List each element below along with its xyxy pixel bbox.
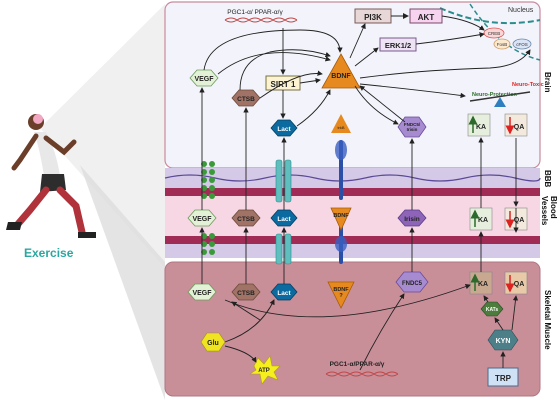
runner-leg-front: [56, 186, 86, 236]
glu-label: Glu: [207, 340, 219, 347]
qa-blood-label: QA: [514, 217, 525, 224]
lact-blood-label: Lact: [277, 216, 291, 223]
lact-transporter-channel: [275, 159, 292, 265]
ctsb-muscle-node: [231, 283, 261, 301]
vegf-brain-node: [189, 69, 219, 87]
ka-blood-label: KA: [478, 217, 488, 224]
nucleus-membrane: [439, 7, 541, 25]
lact-brain-node: [270, 119, 298, 137]
lact-blood-node: [270, 209, 298, 227]
exercise-label: Exercise: [24, 246, 74, 260]
akt-label: AKT: [418, 13, 435, 22]
runner-shoe-back: [6, 222, 22, 230]
brain-arrows: [203, 15, 531, 127]
nucleus-label: Nucleus: [508, 7, 534, 14]
kyn-label: KYN: [496, 338, 511, 345]
ctsb-brain-label: CTSB: [237, 96, 255, 103]
vessel-wall-bottom: [165, 236, 540, 244]
bbb-side-label: BBB: [543, 170, 552, 188]
lact-muscle-node: [270, 283, 298, 301]
creb-label: CREB: [488, 31, 501, 36]
bbb-wave: [164, 174, 541, 182]
bdnf-muscle-node: [327, 281, 355, 309]
bdnf-blood-label: BDNF: [333, 213, 349, 219]
pi3k-label: PI3K: [364, 13, 382, 22]
pgc1-brain-label: PGC1-α/ PPAR-α/γ: [227, 9, 283, 16]
runner-leg-back: [14, 186, 50, 228]
projection-wedge-muscle: [80, 165, 165, 400]
fosb-node: [493, 38, 511, 50]
trp-label: TRP: [495, 374, 512, 383]
bdnf-muscle-label: BDNF?: [333, 287, 349, 299]
pgc1-muscle-label: PGC1-α/PPAR-α/γ: [330, 361, 385, 368]
fndc5-muscle-node: [395, 271, 429, 293]
trkb-receptor: [335, 140, 347, 264]
blood-vessels-side-label: Blood Vessels: [540, 196, 558, 226]
sirt1-label: SIRT 1: [271, 80, 296, 89]
dna-brain-icon-b: [224, 17, 298, 23]
neuro-toxic-label: Neuro-Toxic: [512, 82, 544, 88]
bdnf-blood-node: [330, 207, 352, 231]
ctsb-blood-node: [231, 209, 261, 227]
projection-wedge-brain: [40, 4, 165, 268]
atp-label: ATP: [258, 368, 270, 374]
trkb-node: [331, 114, 351, 133]
irisin-blood-node: [397, 209, 427, 227]
runner-arm-front: [43, 135, 77, 156]
bdnf-brain-node: [321, 53, 361, 89]
bdnf-brain-label: BDNF: [331, 73, 351, 80]
runner-arm-back: [11, 133, 39, 171]
vegf-blood-label: VEGF: [192, 216, 212, 223]
brain-side-label: Brain: [543, 72, 552, 93]
vegf-muscle-label: VEGF: [192, 290, 212, 297]
erk-label: ERK1/2: [385, 41, 411, 50]
vegf-blood-node: [187, 209, 217, 227]
neuro-protection-label: Neuro-Protection: [472, 92, 518, 98]
irisin-blood-label: Irisin: [404, 216, 420, 223]
vessel-wall-top: [165, 188, 540, 196]
vegf-brain-label: VEGF: [194, 76, 214, 83]
cfos-label: cFOS: [516, 42, 528, 47]
qa-brain-label: QA: [514, 124, 525, 131]
vegf-muscle-node: [187, 283, 217, 301]
atp-node: [249, 355, 281, 385]
vegf-receptor-chain: [201, 161, 215, 255]
erk-node: [379, 37, 417, 52]
runner-torso: [34, 132, 60, 176]
runner-brain-highlight: [33, 114, 43, 124]
runner-shoe-front: [78, 232, 96, 238]
trkb-label: trkB: [337, 125, 344, 130]
ka-muscle-label: KA: [478, 281, 488, 288]
kats-label: KATs: [486, 307, 499, 313]
kats-node: [480, 301, 504, 317]
cfos-node: [512, 38, 532, 50]
fosb-label: FosB: [497, 42, 508, 47]
seesaw-fulcrum: [494, 97, 506, 107]
kyn-node: [487, 329, 519, 351]
skeletal-muscle-side-label: Skeletal Muscle: [543, 290, 552, 350]
ka-brain-label: KA: [476, 124, 486, 131]
lact-muscle-label: Lact: [277, 290, 291, 297]
transport-arrows: [199, 87, 519, 371]
dna-muscle-icon-b: [325, 371, 399, 377]
membrane-strip: [165, 244, 540, 258]
fndc5-brain-label: FNDC5/Irisin: [404, 122, 421, 132]
seesaw-beam: [469, 91, 531, 102]
runner-figure: [6, 114, 96, 238]
qa-muscle-label: QA: [514, 281, 525, 288]
ctsb-muscle-label: CTSB: [237, 290, 255, 297]
bbb-region: [165, 168, 540, 188]
fndc5-muscle-label: FNDC5: [402, 281, 423, 287]
lact-brain-label: Lact: [277, 126, 291, 133]
ctsb-blood-label: CTSB: [237, 216, 255, 223]
